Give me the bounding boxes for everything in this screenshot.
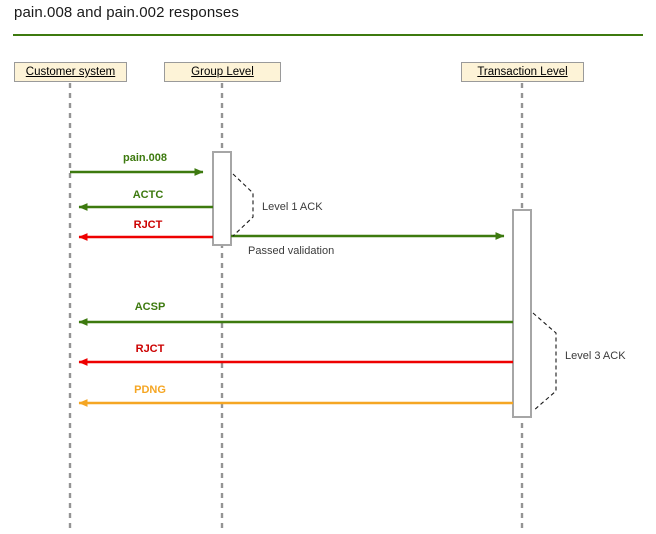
message-label-acsp: ACSP xyxy=(134,301,166,313)
brace-level-1-ack xyxy=(232,173,254,237)
lifeline-header-group-level[interactable]: Group Level xyxy=(164,62,281,82)
activation-bar-transaction-level[interactable] xyxy=(512,209,532,418)
activation-bar-group-level[interactable] xyxy=(212,151,232,246)
lifeline-header-label: Customer system xyxy=(25,66,116,78)
page-title: pain.008 and pain.002 responses xyxy=(14,4,239,21)
lifeline-header-label: Group Level xyxy=(191,66,254,78)
note-level-3-ack: Level 3 ACK xyxy=(565,350,626,362)
activation-bars-group xyxy=(212,151,532,418)
message-label-rjct-transaction: RJCT xyxy=(135,343,165,355)
lifeline-header-transaction-level[interactable]: Transaction Level xyxy=(461,62,584,82)
lifeline-header-label: Transaction Level xyxy=(477,66,568,78)
message-label-pdng: PDNG xyxy=(134,384,166,396)
note-passed-validation: Passed validation xyxy=(248,245,335,257)
title-divider xyxy=(13,34,643,36)
message-label-pain008: pain.008 xyxy=(122,152,168,164)
note-level-1-ack: Level 1 ACK xyxy=(262,201,323,213)
lifeline-header-customer-system[interactable]: Customer system xyxy=(14,62,127,82)
brace-level-3-ack xyxy=(532,312,557,412)
message-label-actc: ACTC xyxy=(132,189,164,201)
message-label-rjct-group: RJCT xyxy=(133,219,163,231)
